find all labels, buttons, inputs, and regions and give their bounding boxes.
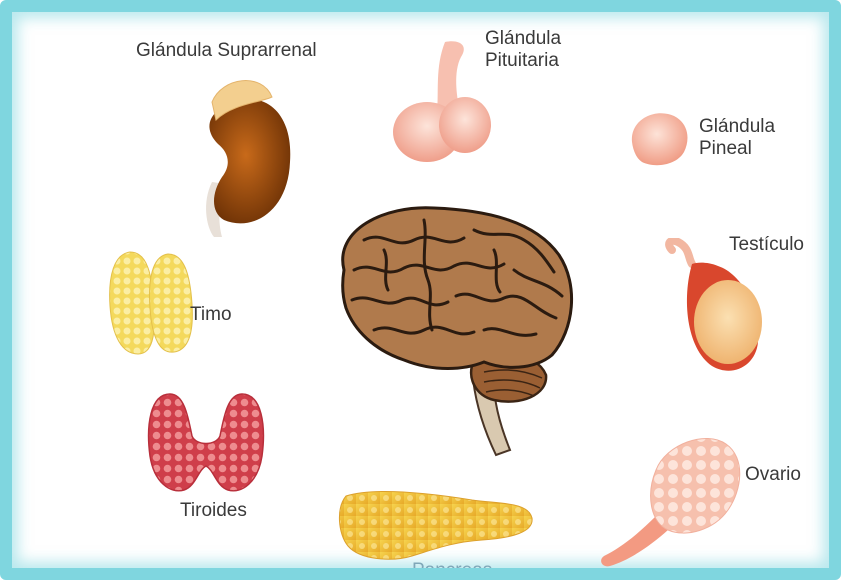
label-pituitary: Glándula Pituitaria	[485, 28, 561, 72]
label-thymus: Timo	[190, 304, 232, 326]
label-ovary: Ovario	[745, 464, 801, 486]
label-thyroid: Tiroides	[180, 500, 247, 522]
adrenal-gland-illustration	[192, 72, 312, 242]
label-pineal: Glándula Pineal	[699, 116, 775, 160]
ovary-illustration	[596, 430, 746, 572]
label-adrenal: Glándula Suprarrenal	[136, 40, 317, 62]
label-testicle: Testículo	[729, 234, 804, 256]
pancreas-illustration	[332, 480, 542, 564]
pituitary-gland-illustration	[387, 37, 497, 172]
label-pancreas: Pancreas	[412, 560, 492, 580]
thyroid-illustration	[140, 386, 272, 498]
brain-illustration	[324, 200, 584, 465]
testicle-illustration	[662, 238, 772, 378]
thymus-illustration	[102, 246, 202, 361]
pineal-gland-illustration	[624, 108, 694, 170]
